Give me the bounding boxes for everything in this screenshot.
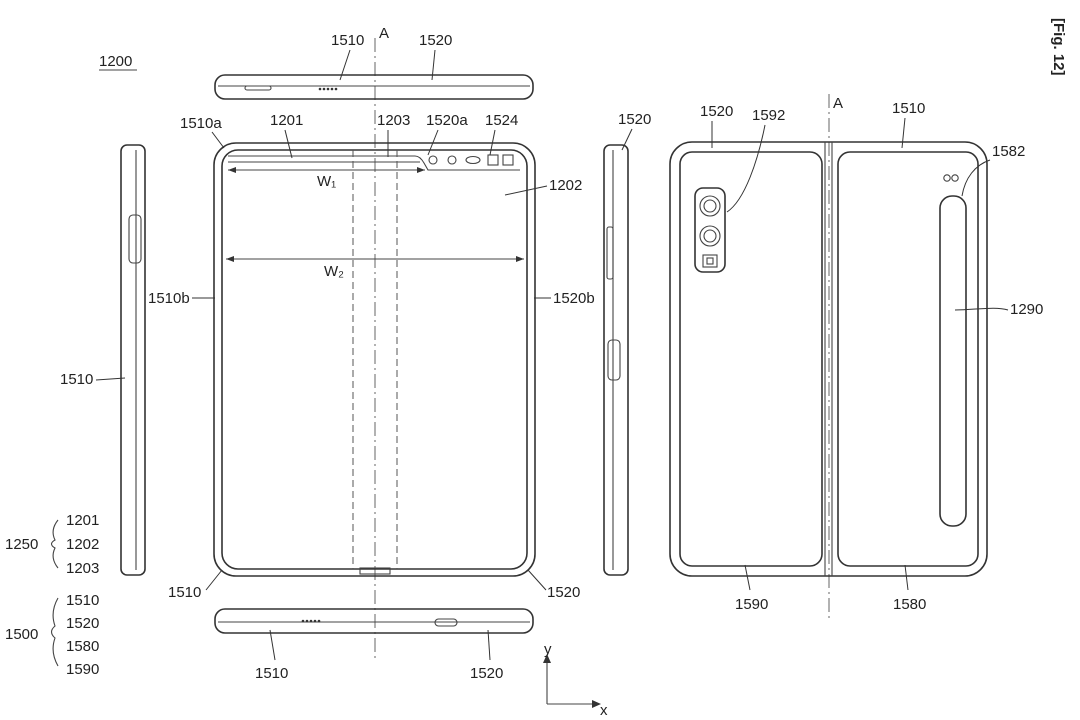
group-1250-item: 1201 — [66, 512, 99, 529]
figure-label: [Fig. 12] — [1050, 18, 1067, 76]
label-back-1520: 1520 — [700, 103, 733, 120]
group-1250-item: 1203 — [66, 560, 99, 577]
label-front-1203: 1203 — [377, 112, 410, 129]
usb-port — [434, 618, 458, 627]
axis-a-front-label: A — [379, 25, 389, 42]
power-key-right — [607, 339, 621, 381]
label-front-1524: 1524 — [485, 112, 518, 129]
label-bottom-1510: 1510 — [255, 665, 288, 682]
right-side-view — [603, 144, 629, 576]
label-back-1580: 1580 — [893, 596, 926, 613]
group-1500-label: 1500 — [5, 626, 38, 643]
label-right-1520: 1520 — [618, 111, 651, 128]
dim-w1-label: W₁ — [317, 173, 336, 190]
label-front-1201: 1201 — [270, 112, 303, 129]
speaker-grille-top — [318, 87, 338, 91]
side-key-left — [128, 214, 142, 264]
label-back-1590: 1590 — [735, 596, 768, 613]
bottom-edge-view — [214, 608, 534, 634]
axis-y-label: y — [544, 641, 552, 658]
label-front-bl-1510: 1510 — [168, 584, 201, 601]
label-left-1510: 1510 — [60, 371, 93, 388]
label-top-1520: 1520 — [419, 32, 452, 49]
top-edge-view — [214, 74, 534, 100]
left-side-view — [120, 144, 146, 576]
label-back-1592: 1592 — [752, 107, 785, 124]
speaker-grille-bottom — [301, 619, 321, 623]
label-front-1520b: 1520b — [553, 290, 595, 307]
rear-camera-module — [694, 187, 726, 273]
label-top-1510: 1510 — [331, 32, 364, 49]
sub-display-1290 — [939, 195, 967, 527]
volume-key-right — [606, 226, 614, 280]
group-1500-item: 1580 — [66, 638, 99, 655]
label-back-1290: 1290 — [1010, 301, 1043, 318]
device-ref-label: 1200 — [99, 53, 132, 70]
flash-icon — [943, 174, 959, 182]
back-view — [669, 141, 988, 577]
dim-w2-label: W₂ — [324, 263, 344, 280]
group-1500-item: 1520 — [66, 615, 99, 632]
front-view — [213, 142, 536, 577]
label-front-1202: 1202 — [549, 177, 582, 194]
axis-a-back-label: A — [833, 95, 843, 112]
group-1250: 1250 1201 1202 1203 — [5, 512, 99, 577]
label-front-1520a: 1520a — [426, 112, 468, 129]
label-back-1582: 1582 — [992, 143, 1025, 160]
front-sensor-row — [428, 154, 514, 166]
label-front-1510a: 1510a — [180, 115, 222, 132]
group-1250-label: 1250 — [5, 536, 38, 553]
label-front-1510b: 1510b — [148, 290, 190, 307]
xy-axes: y x — [543, 641, 608, 719]
group-1250-item: 1202 — [66, 536, 99, 553]
group-1500-item: 1590 — [66, 661, 99, 678]
label-back-1510: 1510 — [892, 100, 925, 117]
label-front-br-1520: 1520 — [547, 584, 580, 601]
label-bottom-1520: 1520 — [470, 665, 503, 682]
group-1500: 1500 1510 1520 1580 1590 — [5, 592, 99, 678]
axis-x-label: x — [600, 702, 608, 719]
group-1500-item: 1510 — [66, 592, 99, 609]
